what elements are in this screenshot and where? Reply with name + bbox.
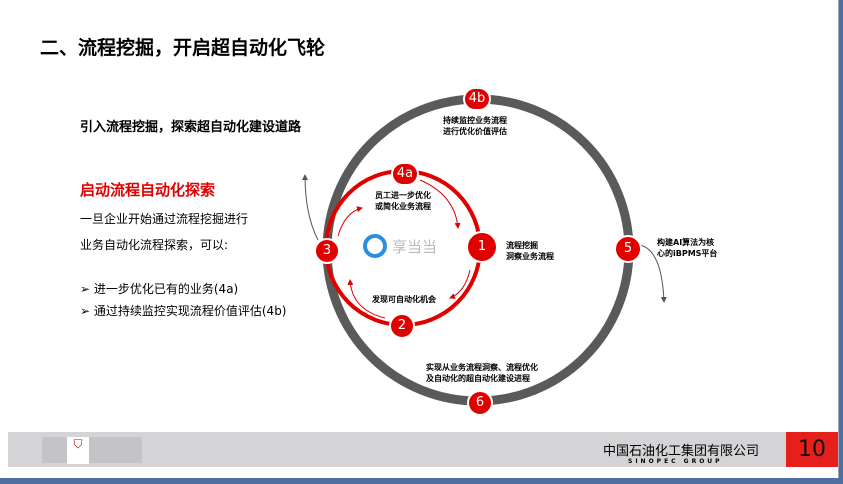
label-2: 发现可自动化机会 — [372, 295, 436, 304]
description-line: 一旦企业开始通过流程挖掘进行 — [80, 212, 249, 226]
bullet-text: 通过持续监控实现流程价值评估(4b) — [93, 304, 287, 318]
highlight-heading: 启动流程自动化探索 — [80, 181, 216, 199]
arrow-bullet-icon: ➢ — [80, 304, 94, 318]
node-4a: 4a — [391, 162, 419, 186]
node-3: 3 — [314, 238, 340, 264]
node-1: 1 — [466, 231, 498, 263]
company-name: 中国石油化工集团有限公司 — [603, 444, 760, 459]
arrow-1-to-2 — [449, 269, 471, 299]
bullet-item: ➢ 进一步优化已有的业务(4a) — [80, 280, 238, 297]
label-1: 流程挖掘洞察业务流程 — [506, 241, 554, 261]
bullet-item: ➢ 通过持续监控实现流程价值评估(4b) — [80, 302, 287, 319]
company-name-en: SINOPEC GROUP — [628, 458, 723, 465]
watermark-logo-icon — [363, 234, 387, 258]
footer-bar — [8, 432, 838, 467]
arrow-2-to-3 — [347, 279, 386, 319]
watermark: 享当当 — [392, 238, 438, 256]
bullet-text: 进一步优化已有的业务(4a) — [93, 282, 239, 296]
label-6: 实现从业务流程洞察、流程优化及自动化的超自动化建设进程 — [426, 363, 538, 383]
label-4a: 员工进一步优化或简化业务流程 — [375, 191, 431, 211]
node-5: 5 — [614, 235, 642, 263]
sinopec-logo: ⛉ — [67, 437, 89, 464]
arrow-3-to-4a — [337, 206, 363, 237]
arrow-5-out — [639, 244, 667, 303]
arrow-4a-to-1 — [419, 179, 461, 229]
page-title: 二、流程挖掘，开启超自动化飞轮 — [40, 37, 326, 59]
description-line: 业务自动化流程探索，可以: — [80, 238, 229, 252]
node-6: 6 — [467, 390, 493, 416]
node-2: 2 — [389, 313, 415, 339]
page-number: 10 — [786, 432, 838, 467]
arrow-bullet-icon: ➢ — [80, 282, 94, 296]
label-5: 构建AI算法为核心的iBPMS平台 — [657, 238, 718, 258]
node-4b: 4b — [463, 87, 491, 111]
subtitle: 引入流程挖掘，探索超自动化建设道路 — [80, 120, 302, 135]
logo-placeholder — [42, 437, 142, 463]
arrow-3-out — [302, 174, 319, 241]
label-4b: 持续监控业务流程进行优化价值评估 — [443, 116, 507, 136]
